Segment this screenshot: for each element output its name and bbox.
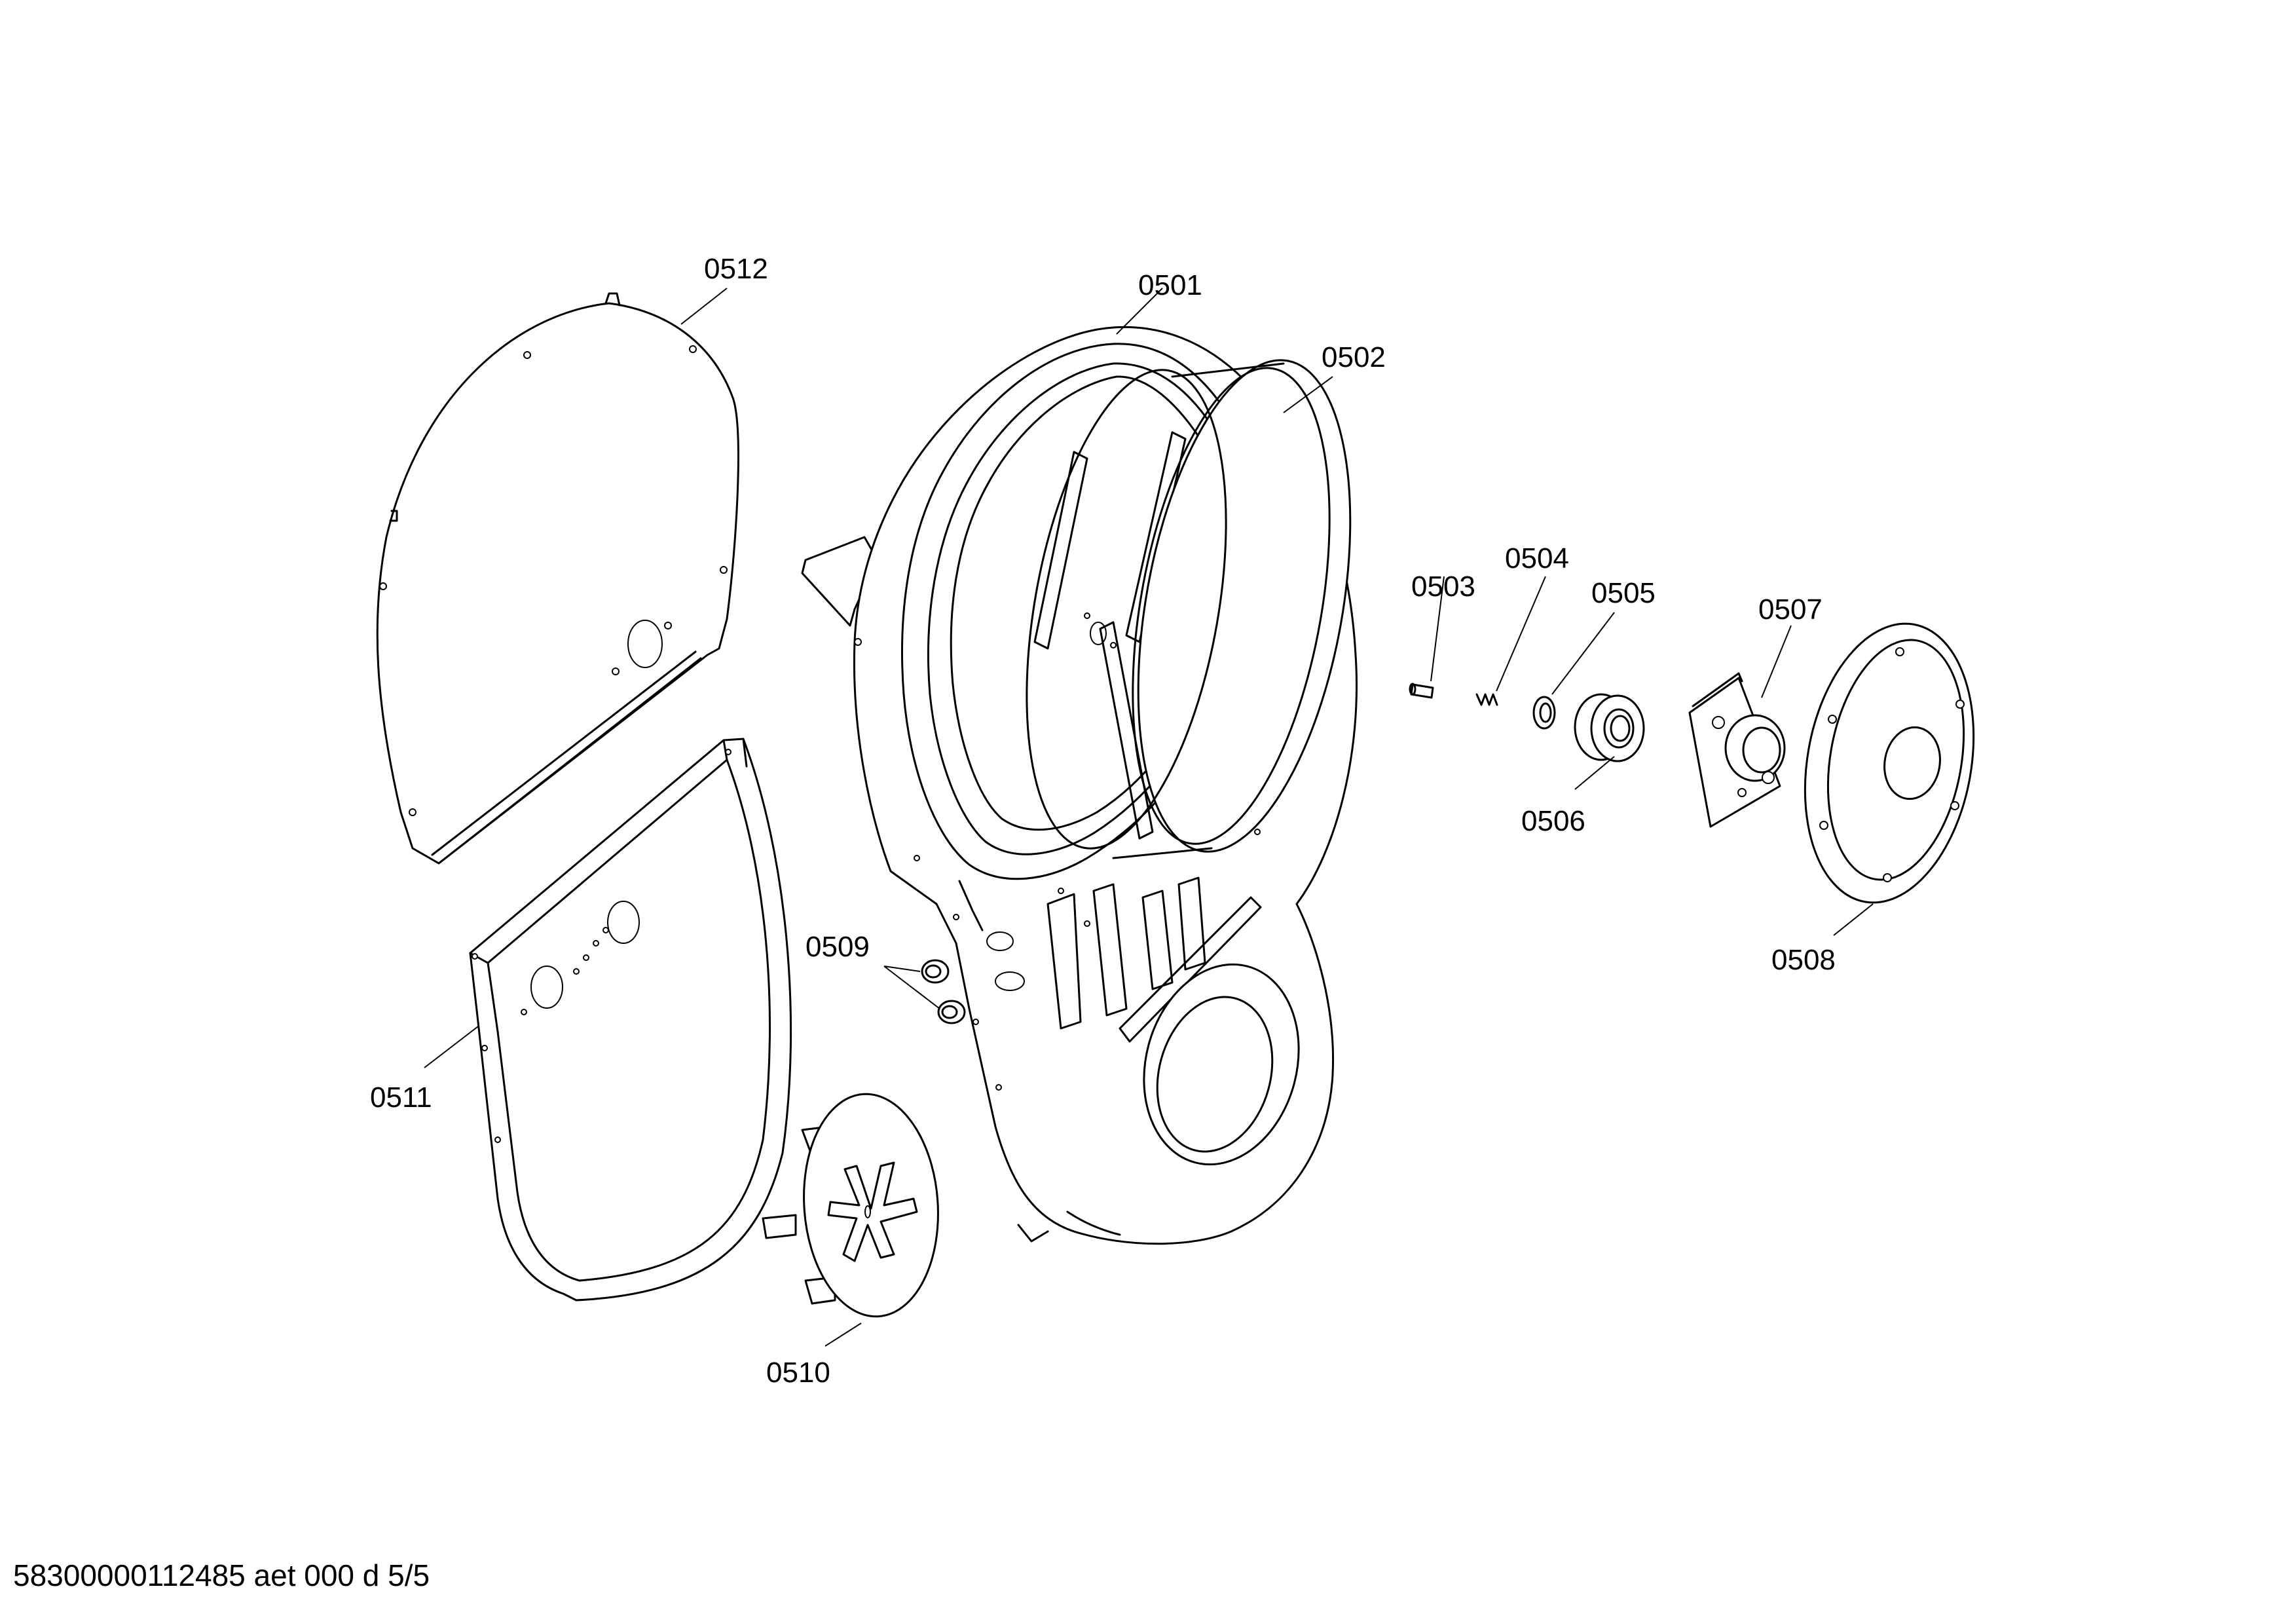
part-0508-gasket-plate-drawing [1804, 622, 1975, 904]
label-0507: 0507 [1758, 593, 1823, 626]
part-0505-clip-drawing [1532, 696, 1556, 730]
label-0506: 0506 [1521, 805, 1585, 837]
part-0502-drum-ring-drawing [1026, 359, 1352, 859]
part-0512-rear-cover-drawing [376, 292, 739, 865]
part-0503-pin-drawing [1409, 683, 1434, 699]
label-0505: 0505 [1591, 577, 1656, 609]
label-0509: 0509 [805, 931, 870, 963]
part-0506-bearing-drawing [1574, 693, 1645, 762]
label-0503: 0503 [1411, 571, 1475, 603]
leader-lines [424, 288, 1874, 1347]
label-0511: 0511 [370, 1081, 432, 1114]
label-0502: 0502 [1322, 341, 1386, 373]
part-0507-bearing-holder-drawing [1688, 672, 1786, 828]
part-0509-nuts-drawing [921, 959, 966, 1024]
part-0510-fan-wheel-drawing [762, 1093, 939, 1318]
label-0501: 0501 [1138, 269, 1202, 301]
label-0504: 0504 [1505, 542, 1569, 574]
label-0508: 0508 [1771, 944, 1836, 976]
part-labels: 0501 0502 0503 0504 0505 0506 0507 0508 … [370, 253, 1836, 1389]
label-0512: 0512 [704, 253, 768, 285]
label-0510: 0510 [766, 1357, 830, 1389]
document-reference: 58300000112485 aet 000 d 5/5 [13, 1558, 430, 1592]
part-0511-seal-frame-drawing [469, 738, 792, 1302]
part-0504-spring-drawing [1475, 693, 1498, 706]
